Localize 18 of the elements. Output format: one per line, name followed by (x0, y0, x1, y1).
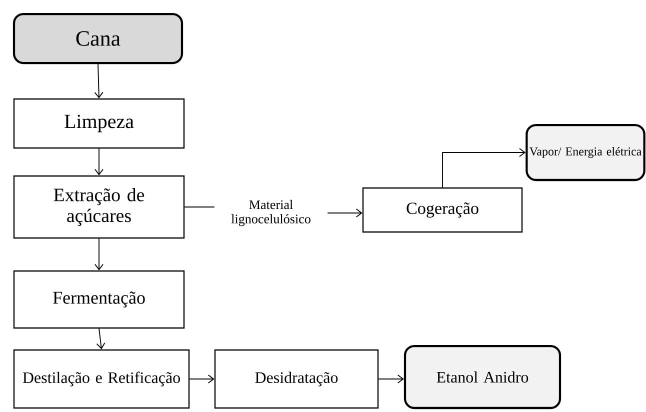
flow-label: Material lignocelulósico (231, 200, 310, 226)
terminal-box: Vapor/ Energia elétrica (526, 124, 646, 182)
arrow (327, 208, 362, 218)
arrow (94, 238, 104, 270)
process-box: Cogeração (362, 187, 523, 233)
arrow (96, 328, 106, 350)
process-box: Desidratação (214, 349, 379, 409)
process-box: Extração de açúcares (13, 175, 185, 239)
arrow (442, 148, 526, 188)
arrow (94, 148, 104, 176)
process-box: Limpeza (13, 98, 185, 149)
process-box: Destilação e Retificação (13, 349, 190, 409)
process-box: Fermentação (13, 270, 185, 329)
arrow (94, 64, 104, 98)
terminal-box: Cana (12, 12, 184, 64)
arrow (378, 374, 404, 384)
terminal-box: Etanol Anidro (404, 344, 562, 410)
arrow (189, 374, 214, 384)
